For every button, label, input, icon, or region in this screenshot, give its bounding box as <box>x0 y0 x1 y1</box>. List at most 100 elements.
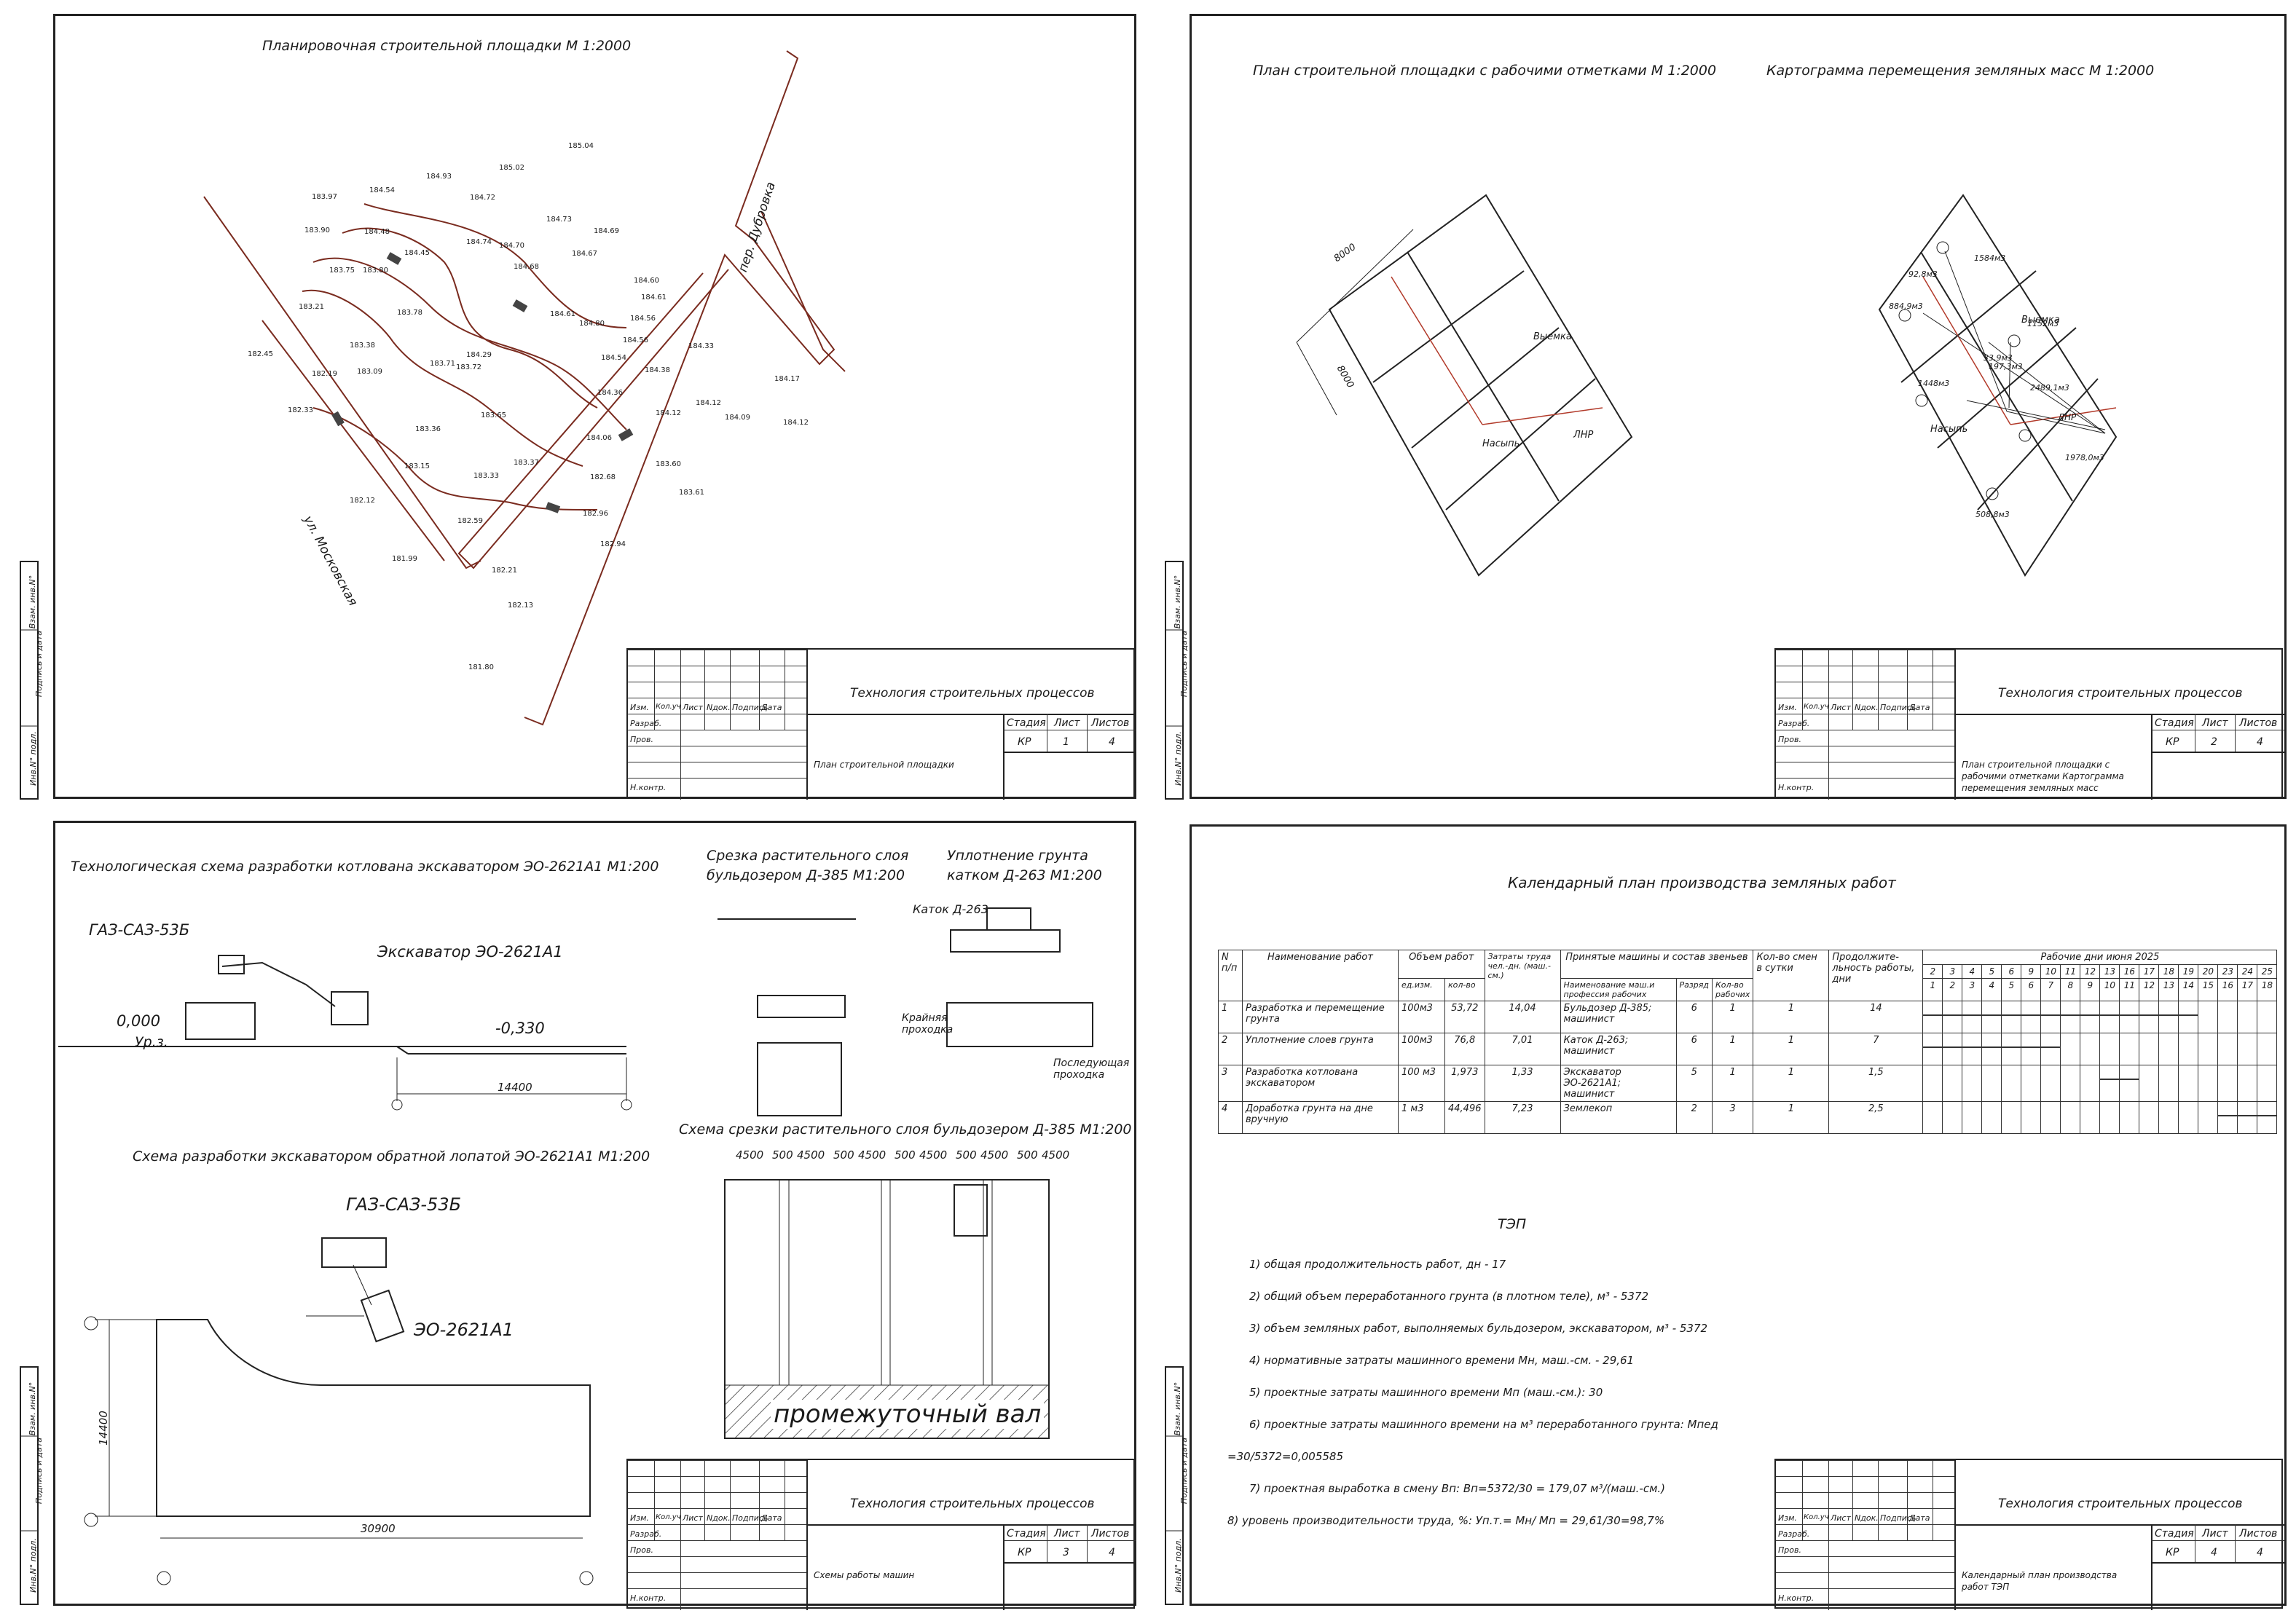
stamp-label: Изм. <box>1778 703 1797 712</box>
day-cell: 16 <box>2217 978 2238 1001</box>
stamp-sheet-name: План строительной площадки <box>814 760 954 770</box>
stamp-sheet: 3 <box>1063 1547 1069 1558</box>
strip-dimension: 4500 <box>797 1148 825 1162</box>
gantt-cell <box>2021 1033 2042 1065</box>
stamp-label: Листов <box>2239 1528 2278 1540</box>
gantt-bar <box>2041 1014 2061 1016</box>
volume-label: 1448м3 <box>1918 379 1950 388</box>
volume-label: 1152м3 <box>2027 319 2059 328</box>
gantt-cell <box>2237 1065 2258 1102</box>
table-cell: 6 <box>1675 1001 1713 1033</box>
gantt-cell <box>2099 1001 2120 1033</box>
elevation-label: 183.33 <box>473 472 499 480</box>
gantt-cell <box>1981 1033 2002 1065</box>
table-cell: 1,33 <box>1484 1065 1561 1102</box>
stamp-label: Дата <box>1909 703 1930 712</box>
stamp-sheets: 4 <box>2257 1547 2263 1558</box>
day-cell: 13 <box>2158 978 2179 1001</box>
elevation-label: 183.38 <box>350 342 375 350</box>
level-zero: 0,000 <box>117 1012 161 1030</box>
gantt-cell <box>1962 1033 1983 1065</box>
header-cell: Наименование работ <box>1242 950 1399 1001</box>
stamp-sheets: 4 <box>1109 736 1115 748</box>
elevation-label: 184.09 <box>725 414 750 422</box>
gantt-cell <box>2178 1101 2199 1134</box>
stamp-label: Н.контр. <box>1778 783 1815 792</box>
day-cell: 13 <box>2099 964 2120 979</box>
elevation-label: 184.60 <box>634 277 659 285</box>
stamp-label: Подпись <box>732 1513 768 1523</box>
elevation-label: 184.73 <box>546 216 572 224</box>
stamp-stage: КР <box>2166 1547 2179 1558</box>
stamp-label: Лист <box>683 1513 703 1523</box>
sheet-frame <box>53 821 1136 1606</box>
gantt-bar <box>1943 1014 1962 1016</box>
volume-label: 197,3м3 <box>1989 362 2023 371</box>
zone-fill-2: Насыпь <box>1930 424 1968 435</box>
header-cell: Кол-во рабочих <box>1711 978 1754 1001</box>
stamp-label: Н.контр. <box>630 783 667 792</box>
volume-label: 1584м3 <box>1974 253 2006 263</box>
elevation-label: 183.37 <box>514 459 539 467</box>
table-cell: 53,72 <box>1444 1001 1485 1033</box>
stamp-label: Пров. <box>1778 1545 1801 1555</box>
gantt-cell <box>2158 1101 2179 1134</box>
gantt-cell <box>2178 1033 2199 1065</box>
gantt-bar <box>1962 1014 1982 1016</box>
gantt-cell <box>2060 1065 2081 1102</box>
day-cell: 3 <box>1942 964 1963 979</box>
stamp-label: Кол.уч <box>656 1513 681 1521</box>
zero-line: ЛНР <box>1573 430 1594 441</box>
elevation-label: 184.67 <box>572 250 597 258</box>
gantt-bar <box>2080 1014 2100 1016</box>
gantt-bar <box>1982 1046 2002 1048</box>
stamp-label: Лист <box>1054 1528 1080 1540</box>
table-cell: 2 <box>1675 1101 1713 1134</box>
stamp-sheet-name: Календарный план производства работ ТЭП <box>1962 1570 2118 1592</box>
elevation-label: 184.54 <box>369 186 395 194</box>
stamp-title: Технология строительных процессов <box>1998 686 2243 701</box>
tep-item: 5) проектные затраты машинного времени M… <box>1249 1386 1603 1399</box>
gantt-cell <box>2257 1101 2278 1134</box>
stamp-label: Nдок. <box>1855 703 1879 712</box>
gantt-cell <box>1981 1001 2002 1033</box>
elevation-label: 184.69 <box>594 227 619 235</box>
strip-dimension: 500 <box>895 1148 916 1162</box>
side-label: Подпись и дата <box>34 630 44 698</box>
gantt-cell <box>2021 1101 2042 1134</box>
gantt-cell <box>1981 1065 2002 1102</box>
elevation-label: 184.12 <box>696 399 721 407</box>
stamp-label: Стадия <box>2155 717 2194 729</box>
gantt-cell <box>2198 1065 2219 1102</box>
header-cell: Рабочие дни июня 2025 <box>1922 950 2278 965</box>
gantt-cell <box>2099 1033 2120 1065</box>
sheet-2: План строительной площадки с рабочими от… <box>1151 0 2296 805</box>
gantt-cell <box>1962 1001 1983 1033</box>
sheet-4: Календарный план производства земляных р… <box>1151 817 2296 1624</box>
stamp-label: Разраб. <box>1778 1529 1810 1539</box>
gantt-cell <box>2040 1065 2061 1102</box>
gantt-bar <box>2159 1014 2179 1016</box>
table-cell: 1 <box>1711 1033 1754 1065</box>
gantt-cell <box>1922 1001 1943 1033</box>
header-cell: Продолжите-льность работы, дни <box>1828 950 1924 1001</box>
volume-label: 2489,1м3 <box>2030 383 2069 393</box>
day-cell: 9 <box>2080 978 2101 1001</box>
strip-dimension: 4500 <box>736 1148 764 1162</box>
stamp-label: Изм. <box>1778 1513 1797 1523</box>
header-cell: ед.изм. <box>1398 978 1445 1001</box>
stamp-sheets: 4 <box>2257 736 2263 748</box>
day-cell: 7 <box>2040 978 2061 1001</box>
side-label: Подпись и дата <box>1179 630 1190 698</box>
table-cell: Экскаватор ЭО-2621А1; машинист <box>1560 1065 1677 1102</box>
gantt-bar <box>2257 1115 2277 1116</box>
dim-30900: 30900 <box>361 1522 396 1535</box>
elevation-label: 184.72 <box>470 194 495 202</box>
table-cell: 2,5 <box>1828 1101 1924 1134</box>
zone-cut-2: Выемка <box>2021 315 2060 326</box>
gantt-cell <box>2119 1065 2140 1102</box>
day-cell: 15 <box>2198 978 2219 1001</box>
